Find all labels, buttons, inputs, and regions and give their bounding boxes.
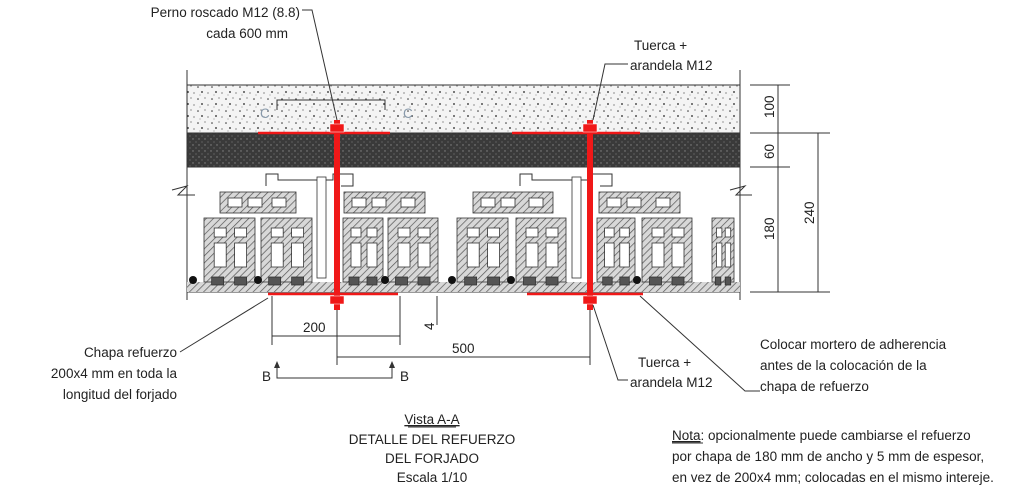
concrete-layer	[186, 132, 741, 168]
nut-top-left	[329, 123, 345, 133]
break-line-right	[729, 185, 752, 196]
drawing-title: Vista A-A DETALLE DEL REFUERZO DEL FORJA…	[349, 412, 516, 485]
note-line-3: en vez de 200x4 mm; colocadas en el mism…	[672, 470, 994, 485]
lower-block	[203, 217, 256, 283]
lower-block	[641, 217, 693, 283]
dim-180: 180	[762, 217, 777, 240]
nut-top-label-2: arandela M12	[630, 58, 713, 73]
dim-500: 500	[452, 341, 475, 356]
dim-240: 240	[802, 201, 817, 224]
bottom-band	[187, 282, 740, 292]
lower-block	[387, 217, 439, 283]
rebar	[254, 276, 262, 284]
plate-label-2: 200x4 mm en toda la	[51, 366, 178, 381]
plate-label-1: Chapa refuerzo	[84, 345, 177, 360]
note-line-1: Nota: opcionalmente puede cambiarse el r…	[672, 428, 971, 443]
nut-bottom-left	[329, 295, 345, 305]
rebar	[448, 276, 456, 284]
nut-top-label-1: Tuerca +	[634, 38, 687, 53]
section-b-mark	[276, 365, 393, 379]
dim-100: 100	[762, 95, 777, 118]
view-title: Vista A-A	[404, 412, 459, 427]
bolt-spacing-label: cada 600 mm	[206, 26, 288, 41]
section-c-right: C	[403, 106, 413, 121]
lower-block	[456, 217, 509, 283]
mortar-label-3: chapa de refuerzo	[760, 379, 869, 394]
title-line-2: DEL FORJADO	[385, 451, 479, 466]
nut-bottom-right	[582, 295, 598, 305]
mortar-label-2: antes de la colocación de la	[760, 358, 927, 373]
section-c-left: C	[260, 106, 270, 121]
dim-200: 200	[303, 320, 326, 335]
rebar	[633, 276, 641, 284]
section-c-mark	[276, 99, 386, 110]
horizontal-dimensions: 200 500 4 B B	[262, 296, 591, 384]
section-b-left: B	[262, 369, 271, 384]
title-scale: Escala 1/10	[397, 470, 468, 485]
ceramic-blocks	[189, 173, 735, 286]
note-line-2: por chapa de 180 mm de ancho y 5 mm de e…	[672, 449, 984, 464]
slab-section: C C	[171, 70, 752, 300]
reinforcement	[258, 120, 643, 310]
dim-60: 60	[762, 144, 777, 159]
bolt-label: Perno roscado M12 (8.8)	[151, 5, 300, 20]
plate-label-3: longitud del forjado	[63, 387, 177, 402]
break-line-left	[171, 185, 195, 196]
omega-profile	[265, 173, 354, 187]
nut-bottom-label-2: arandela M12	[630, 375, 713, 390]
annotations: Perno roscado M12 (8.8) cada 600 mm Tuer…	[51, 5, 947, 402]
nut-bottom-label-1: Tuerca +	[638, 355, 691, 370]
dim-4: 4	[422, 322, 437, 330]
note-label: Nota	[672, 428, 701, 443]
vertical-dimensions: 100 60 180 240	[750, 84, 830, 293]
rebar	[507, 276, 515, 284]
bolt-right	[587, 120, 593, 310]
joist-profile	[316, 176, 327, 279]
section-b-right: B	[400, 369, 409, 384]
joist-profile	[571, 176, 582, 279]
bolt-left	[334, 120, 340, 310]
title-line-1: DETALLE DEL REFUERZO	[349, 432, 516, 447]
topping-layer	[186, 84, 741, 134]
note: Nota: opcionalmente puede cambiarse el r…	[672, 428, 994, 485]
nut-top-right	[582, 123, 598, 133]
lower-block	[260, 217, 313, 283]
rebar	[381, 276, 389, 284]
mortar-label-1: Colocar mortero de adherencia	[760, 337, 947, 352]
omega-profile	[519, 173, 613, 187]
lower-block	[515, 217, 567, 283]
rebar	[189, 276, 197, 284]
